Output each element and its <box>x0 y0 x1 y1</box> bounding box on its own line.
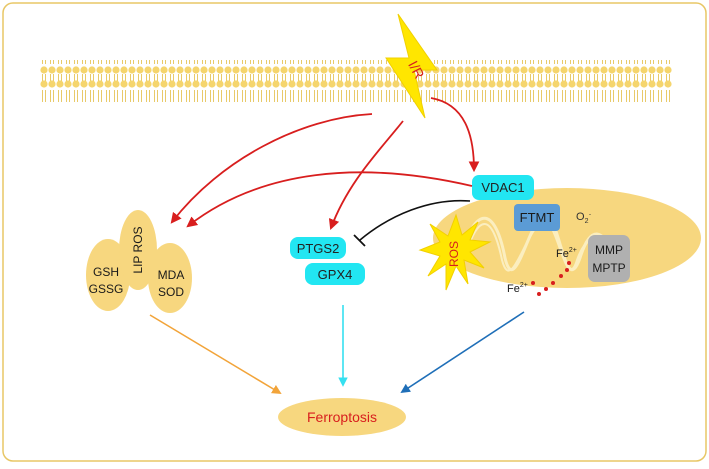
vdac1-node: VDAC1 <box>472 175 534 200</box>
arrow-iron-to-ferroptosis <box>400 311 525 394</box>
superoxide-label: O2· <box>576 209 591 225</box>
mitochondrion-body <box>433 188 701 288</box>
gsh-gssg-ellipse <box>86 239 130 311</box>
ir-bolt-icon <box>385 13 438 119</box>
ir-label: I/R <box>405 58 428 81</box>
ros-burst: ROS <box>418 213 492 291</box>
cell-membrane <box>40 60 672 102</box>
fe-cyto-label: Fe2+ <box>507 282 528 295</box>
fe-mito-label: Fe2+ <box>556 247 577 260</box>
ftmt-label: FTMT <box>520 210 555 225</box>
ptgs2-node: PTGS2 <box>290 237 346 259</box>
inhibit-bar <box>353 234 366 247</box>
ferroptosis-label: Ferroptosis <box>307 409 377 425</box>
outer-frame <box>2 2 707 462</box>
ferroptosis-ellipse <box>278 398 406 436</box>
gpx4-label: GPX4 <box>318 267 353 282</box>
arrow-ir-to-lipid <box>170 113 373 224</box>
vdac1-label: VDAC1 <box>481 180 524 195</box>
mda-sod-ellipse <box>148 243 192 313</box>
ir-trigger: I/R <box>385 13 438 119</box>
vdac1-box <box>472 175 534 200</box>
arrow-ir-to-vdac1 <box>430 97 480 173</box>
arrow-lipid-to-ferroptosis <box>149 314 282 394</box>
arrow-vdac1-to-lipid <box>186 171 473 228</box>
ptgs2-label: PTGS2 <box>297 241 340 256</box>
ros-label: ROS <box>447 241 461 267</box>
gpx4-box <box>305 263 365 285</box>
mptp-label: MPTP <box>592 261 625 275</box>
mmp-label: MMP <box>595 243 623 257</box>
mitochondrion <box>433 188 701 288</box>
lip-ros-ellipse <box>119 210 157 290</box>
gpx4-node: GPX4 <box>305 263 365 285</box>
sod-label: SOD <box>158 285 184 299</box>
lip-ros-label: LIP ROS <box>131 226 145 273</box>
lipid-peroxidation-cluster: GSH GSSG LIP ROS MDA SOD <box>86 210 192 313</box>
mmp-mptp-node: MMP MPTP <box>588 235 630 282</box>
arrow-ir-to-ptgs2 <box>328 120 404 231</box>
ptgs2-box <box>290 237 346 259</box>
ftmt-node: FTMT <box>514 204 560 231</box>
iron-release-dots <box>531 261 571 296</box>
gsh-label: GSH <box>93 265 119 279</box>
gssg-label: GSSG <box>89 282 124 296</box>
ftmt-box <box>514 204 560 231</box>
ferroptosis-node: Ferroptosis <box>278 398 406 436</box>
ros-burst-icon <box>418 213 492 291</box>
mmp-mptp-box <box>588 235 630 282</box>
mda-label: MDA <box>158 268 185 282</box>
inhibit-vdac1-ptgs2 <box>359 199 471 241</box>
